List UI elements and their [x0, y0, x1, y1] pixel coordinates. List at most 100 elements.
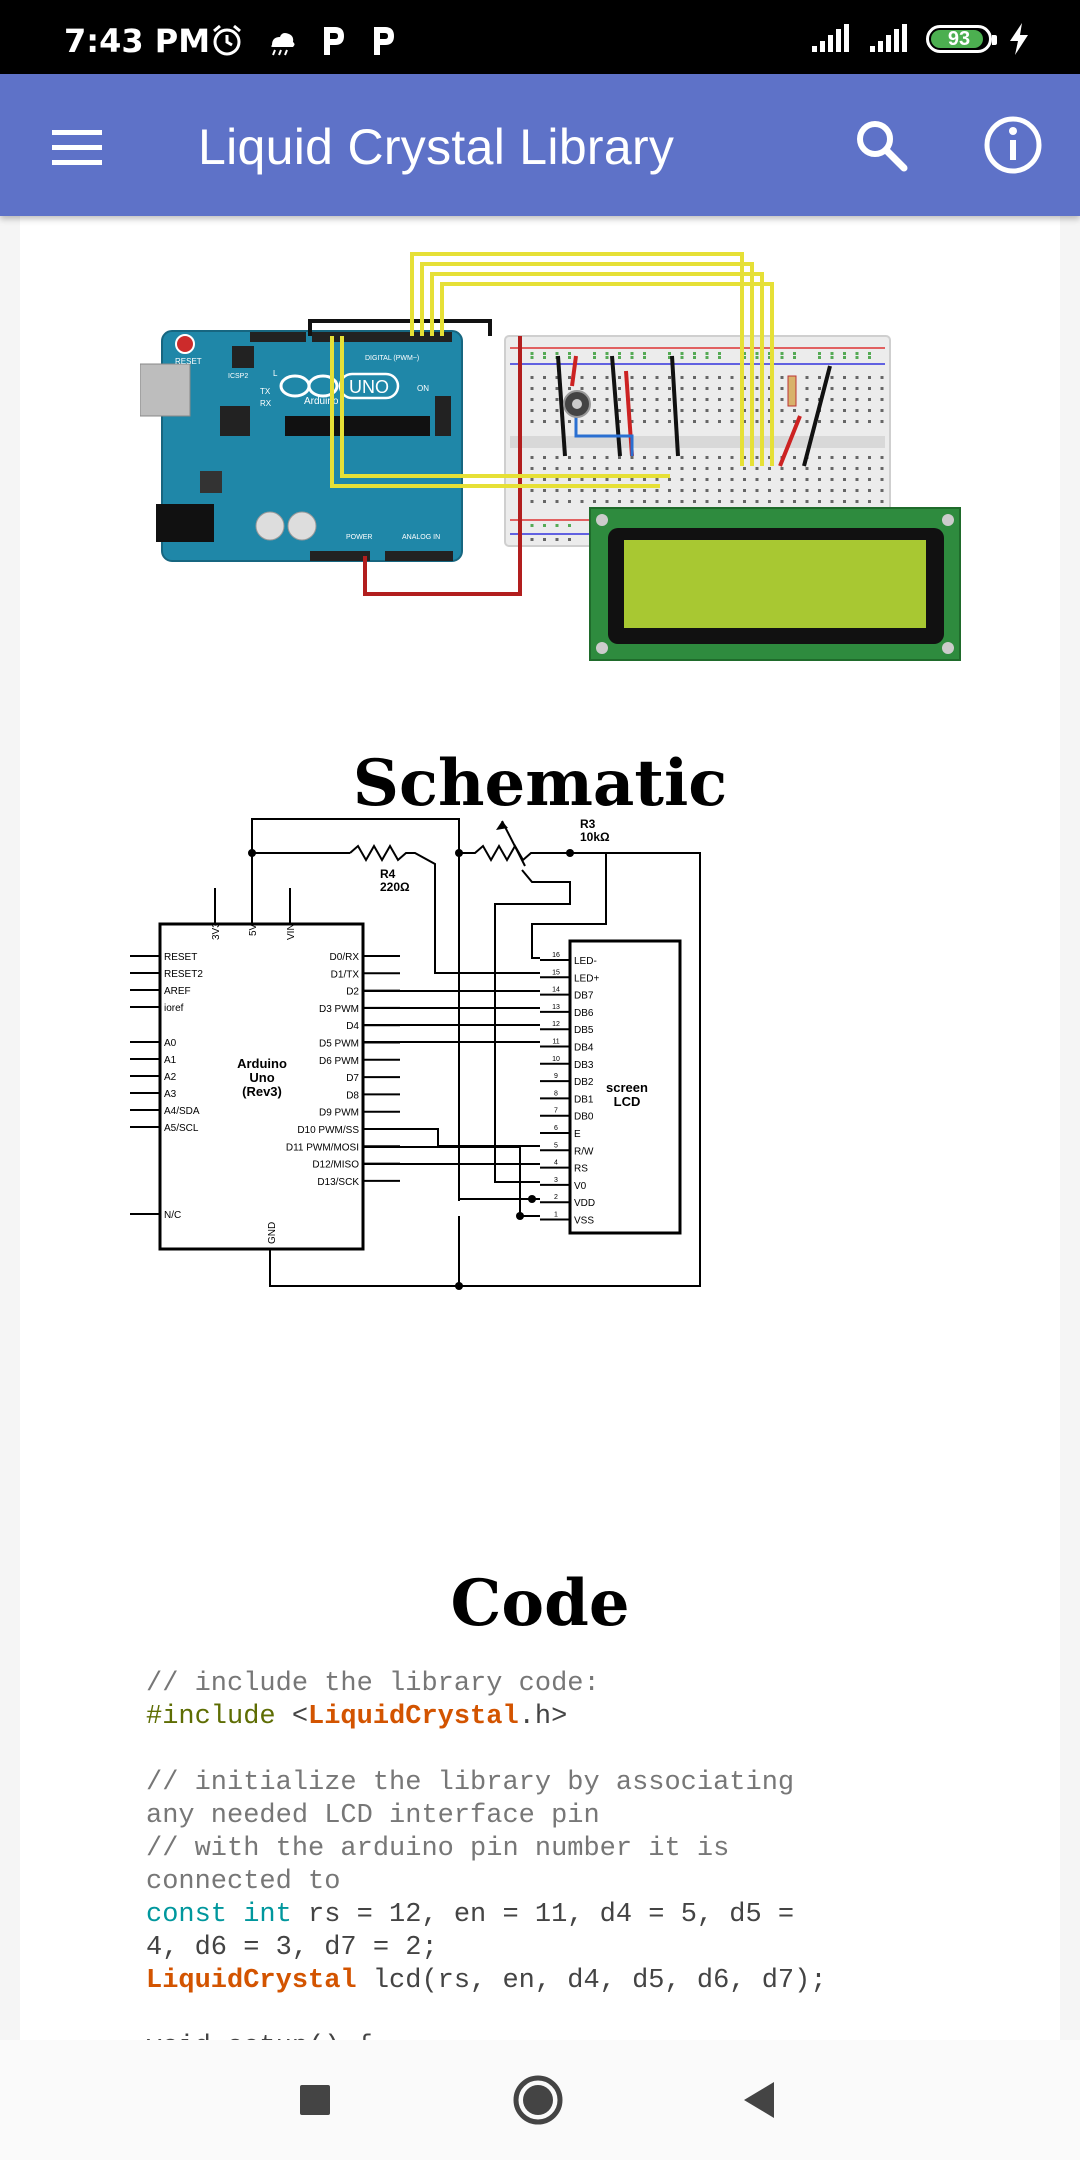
svg-text:RESET: RESET: [175, 357, 202, 366]
lcd-pin-number: 10: [552, 1056, 560, 1063]
signal-icon-2: [870, 24, 907, 52]
lcd-pin-number: 12: [552, 1021, 560, 1028]
lcd-pin-number: 15: [552, 969, 560, 976]
code-token: LiquidCrystal: [146, 1966, 357, 1996]
content-scroll-area[interactable]: RESET ICSP2 DIGITAL (PWM~) Arduino UNO O…: [20, 216, 1060, 2040]
arduino-pin-label: D12/MISO: [312, 1160, 359, 1171]
data-wire-d7: [410, 252, 744, 466]
circle-icon: [513, 2075, 563, 2125]
arduino-pin-label: RESET2: [164, 969, 203, 980]
code-line: 4, d6 = 3, d7 = 2;: [146, 1932, 1006, 1965]
lcd-pin-number: 4: [554, 1160, 558, 1167]
lcd-pin-number: 7: [554, 1108, 558, 1115]
lcd-pin-number: 8: [554, 1090, 558, 1097]
back-button[interactable]: [730, 2070, 790, 2130]
code-token: <: [275, 1702, 309, 1732]
arduino-pin-label: ioref: [164, 1003, 184, 1014]
arduino-pin-label: D2: [346, 987, 359, 998]
parking-app-icon-2: [374, 27, 394, 55]
lcd-pin-number: 2: [554, 1194, 558, 1201]
lcd-pin-label: LED-: [574, 956, 597, 967]
status-bar: 7:43 PM 93: [0, 0, 1080, 74]
lcd-pin-number: 1: [554, 1212, 558, 1219]
schematic-heading: Schematic: [352, 746, 728, 821]
5v-wire: [363, 336, 522, 596]
lcd-screen: [624, 540, 926, 628]
code-block: // include the library code:#include <Li…: [146, 1668, 1006, 2040]
svg-text:UNO: UNO: [349, 377, 389, 397]
recents-button[interactable]: [285, 2070, 345, 2130]
lcd-pin-label: R/W: [574, 1146, 594, 1157]
status-notification-icons: [210, 24, 398, 56]
lcd-pin-label: DB6: [574, 1008, 594, 1019]
code-token: // include the library code:: [146, 1669, 600, 1699]
code-token: // with the arduino pin number it is: [146, 1834, 730, 1864]
lcd-pin-label: LED+: [574, 973, 599, 984]
code-token: int: [243, 1900, 292, 1930]
arduino-pin-label: RESET: [164, 952, 197, 963]
arduino-name: Arduino: [237, 1056, 287, 1071]
code-token: // initialize the library by associating: [146, 1768, 795, 1798]
weather-icon: [271, 33, 295, 56]
svg-text:ICSP2: ICSP2: [228, 373, 248, 380]
svg-text:3V3: 3V3: [211, 922, 222, 940]
lcd-symbol: [568, 939, 682, 1235]
arduino-pin-label: D5 PWM: [319, 1039, 359, 1050]
lcd-pin-number: 16: [552, 952, 560, 959]
resistor: [787, 375, 797, 407]
svg-text:5V: 5V: [248, 923, 259, 936]
svg-text:ON: ON: [417, 384, 429, 393]
svg-text:L: L: [273, 369, 278, 378]
navigation-bar: [0, 2040, 1080, 2160]
menu-button[interactable]: [42, 118, 112, 178]
lcd-pin-label: DB4: [574, 1043, 594, 1054]
code-line: LiquidCrystal lcd(rs, en, d4, d5, d6, d7…: [146, 1965, 1006, 1998]
arduino-pin-label: AREF: [164, 986, 191, 997]
code-line: #include <LiquidCrystal.h>: [146, 1701, 1006, 1734]
info-button[interactable]: [978, 110, 1048, 180]
lcd-pin-number: 3: [554, 1177, 558, 1184]
arduino-pin-label: D4: [346, 1021, 359, 1032]
code-token: rs = 12, en = 11, d4 = 5, d5 =: [291, 1900, 795, 1930]
arduino-pin-label: D8: [346, 1090, 359, 1101]
schematic-diagram: Arduino Uno (Rev3) RESETRESET2AREFiorefA…: [130, 817, 701, 1290]
arduino-name-line3: (Rev3): [242, 1084, 282, 1099]
r3-name: R3: [580, 817, 596, 831]
status-system-icons: 93: [810, 22, 1030, 56]
arduino-pin-label: D1/TX: [331, 969, 360, 980]
r4-value: 220Ω: [380, 880, 410, 894]
code-token: .h>: [518, 1702, 568, 1732]
home-button[interactable]: [508, 2070, 568, 2130]
schematic-wires: [251, 818, 701, 1287]
lcd-pin-number: 9: [554, 1073, 558, 1080]
arduino-pin-label: D10 PWM/SS: [297, 1125, 359, 1136]
lcd-pin-number: 14: [552, 987, 560, 994]
arduino-pin-label: A3: [164, 1089, 177, 1100]
lcd-pin-number: 13: [552, 1004, 560, 1011]
triangle-back-icon: [744, 2082, 774, 2118]
battery-icon: 93: [926, 25, 997, 53]
lcd-pin-label: V0: [574, 1181, 587, 1192]
arduino-pin-label: D6 PWM: [319, 1056, 359, 1067]
digital-header: [312, 332, 452, 342]
arduino-pin-label: D11 PWM/MOSI: [286, 1142, 359, 1153]
left-margin: [0, 216, 20, 2040]
search-button[interactable]: [848, 112, 914, 178]
svg-text:POWER: POWER: [346, 534, 372, 541]
info-icon: [984, 116, 1042, 174]
icsp-header: [232, 346, 254, 368]
arduino-pin-label: A4/SDA: [164, 1106, 200, 1117]
code-token: void setup() {: [146, 2032, 373, 2040]
search-icon: [857, 121, 908, 172]
arduino-pin-label: N/C: [164, 1210, 181, 1221]
arduino-left-pins: RESETRESET2AREFiorefA0A1A2A3A4/SDAA5/SCL…: [130, 952, 203, 1221]
code-line: // with the arduino pin number it is: [146, 1833, 1006, 1866]
battery-level: 93: [947, 28, 971, 50]
wiring-diagram: RESET ICSP2 DIGITAL (PWM~) Arduino UNO O…: [140, 252, 961, 661]
code-token: LiquidCrystal: [308, 1702, 519, 1732]
svg-text:VIN: VIN: [286, 923, 297, 940]
arduino-pin-label: A2: [164, 1072, 177, 1083]
lcd-pin-label: DB2: [574, 1077, 594, 1088]
lcd-pin-label: VSS: [574, 1216, 594, 1227]
lcd-pin-label: VDD: [574, 1198, 595, 1209]
